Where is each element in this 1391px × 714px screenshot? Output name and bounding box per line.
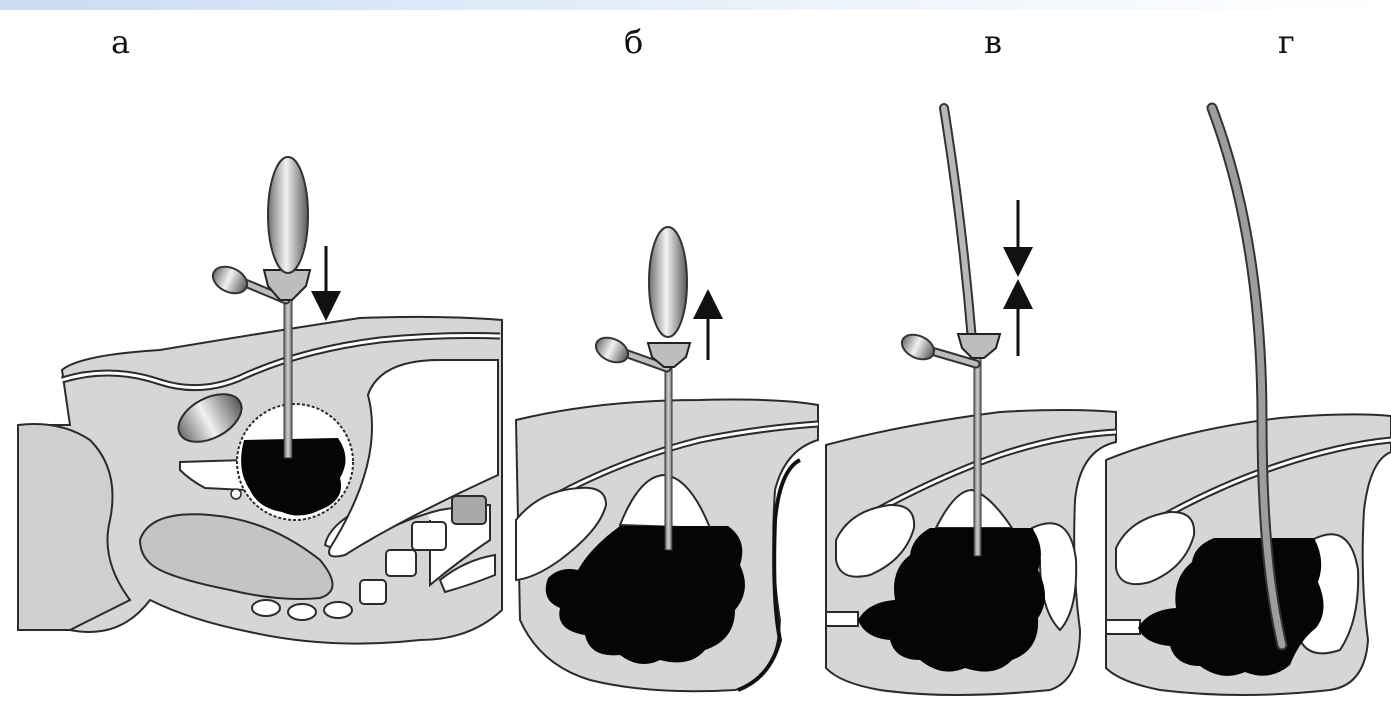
panel-a-anatomy <box>18 317 502 644</box>
panel-g-anatomy <box>1106 414 1391 695</box>
panel-v-anatomy <box>826 410 1116 695</box>
